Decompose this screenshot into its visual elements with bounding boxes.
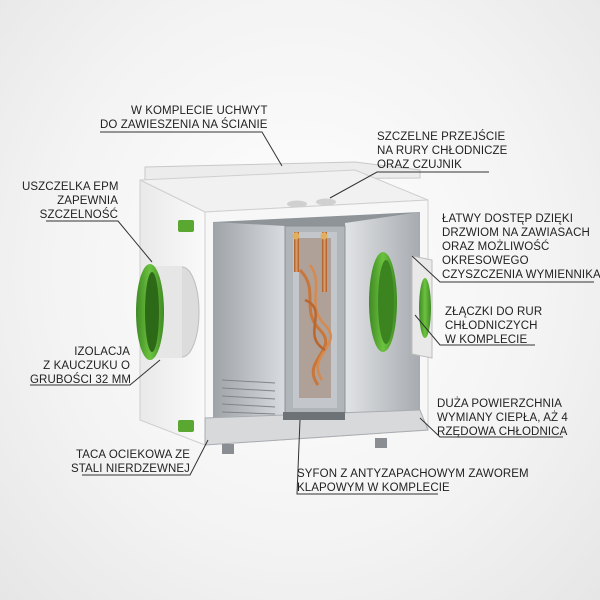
- label-siphon: SYFON Z ANTYZAPACHOWYM ZAWOREM KLAPOWYM …: [297, 468, 529, 494]
- interior-left-wall: [213, 222, 285, 433]
- leader-lines: [30, 131, 594, 495]
- label-epm-gasket: USZCZELKA EPM ZAPEWNIA SZCZELNOŚĆ: [22, 181, 119, 221]
- heat-exchanger-fins: [221, 379, 276, 415]
- pipe-passage-grommet: [287, 200, 307, 208]
- label-easy-access: ŁATWY DOSTĘP DZIĘKI DRZWIOM NA ZAWIASACH…: [442, 213, 600, 281]
- hinge-clips: [178, 220, 194, 432]
- pipe-fittings: [411, 255, 433, 359]
- cooling-coil: [284, 225, 346, 415]
- label-drip-tray: TACA OCIEKOWA ZE STALI NIERDZEWNEJ: [70, 449, 190, 475]
- label-pipe-passage: SZCZELNE PRZEJŚCIE NA RURY CHŁODNICZE OR…: [377, 131, 508, 171]
- sensor-passage-grommet: [316, 198, 336, 206]
- label-heat-exchange: DUŻA POWIERZCHNIA WYMIANY CIEPŁA, AŻ 4 R…: [437, 398, 568, 438]
- drip-tray: [204, 409, 429, 446]
- label-pipe-fittings: ZŁĄCZKI DO RUR CHŁODNICZYCH W KOMPLECIE: [445, 306, 543, 346]
- label-wall-bracket: W KOMPLECIE UCHWYT DO ZAWIESZENIA NA ŚCI…: [100, 105, 268, 131]
- left-duct-collar: [136, 264, 200, 360]
- foot-left: [222, 444, 234, 454]
- foot-right: [375, 438, 387, 448]
- label-insulation: IZOLACJA Z KAUCZUKU O GRUBOŚCI 32 MM: [30, 346, 132, 386]
